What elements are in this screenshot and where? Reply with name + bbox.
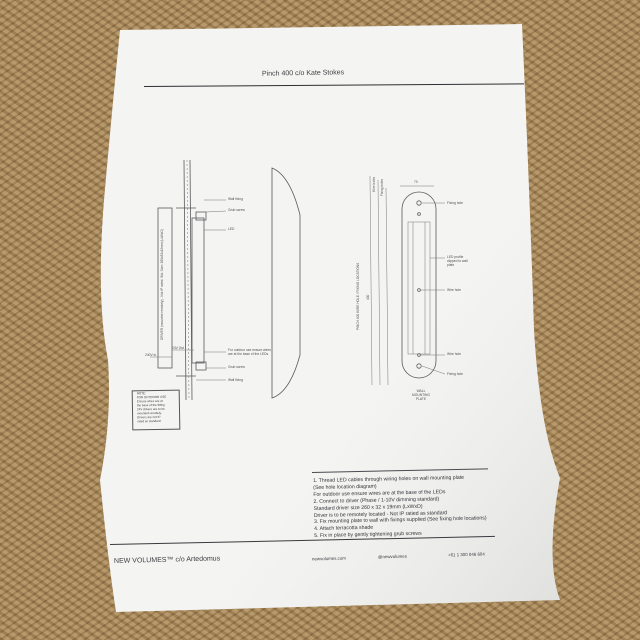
label-fixing-hole-top: Fixing hole [447, 201, 463, 205]
mounting-plate-diagram [369, 175, 446, 386]
document-title: Pinch 400 c/o Kate Stokes [261, 69, 345, 78]
label-led: LED [228, 227, 235, 231]
label-voltage-in: 240V in [145, 353, 157, 357]
label-wire-hole-mid: Wire hole [447, 288, 461, 292]
label-height-dimension: 400 [366, 294, 370, 300]
footer-instagram: @newvolumes [377, 553, 407, 560]
outdoor-note-box: NOTE: FOR OUTDOOR USE Ensure wires are a… [131, 389, 181, 431]
label-fixing-hole-bottom: Fixing hole [447, 372, 463, 376]
label-wall-fixing-top: Wall fixing [228, 197, 243, 201]
label-width-dimension: 70 [414, 180, 418, 184]
shade-profile-drawing [271, 167, 301, 399]
label-wire-holes: Wire holes [372, 176, 376, 192]
label-driver-note: DRIVER (mounted remotely) - Not IP rated… [160, 229, 164, 340]
label-wall-fixing-bottom: Wall fixing [228, 378, 243, 382]
installation-instructions: 1. Thread LED cables through wiring hole… [313, 474, 504, 540]
label-led-profile: LED profile clipped to wall plate [447, 255, 468, 267]
label-wall-mounting-plate: WALL MOUNTING PLATE [412, 389, 430, 401]
label-grub-screw-top: Grub screw [228, 208, 245, 212]
label-outdoor-use: For outdoor use ensure wires are at the … [228, 348, 271, 356]
label-fixing-holes: Fixing holes [380, 178, 384, 196]
label-voltage-out: 24V Out [172, 346, 185, 350]
footer-phone: +61 1 300 046 604 [447, 551, 485, 558]
label-wire-hole-low: Wire hole [447, 352, 461, 356]
note-line: rated as standard [137, 418, 161, 424]
footer-website: newvolumes.com [311, 555, 346, 562]
label-hole-locations-title: PINCH 400 WIRE HOLE / FIXING LOCATIONS [356, 262, 360, 330]
side-section-diagram [150, 159, 227, 401]
label-grub-screw-bottom: Grub screw [228, 365, 245, 369]
